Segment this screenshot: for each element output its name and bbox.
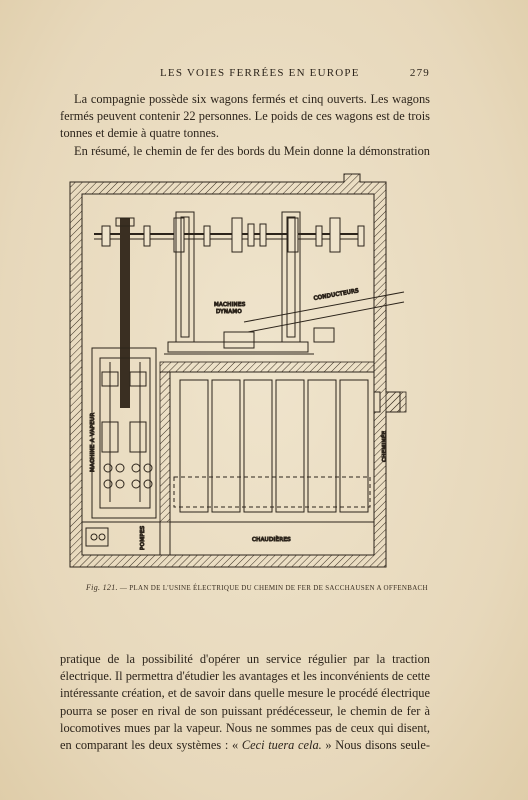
text-line: La compagnie possède six wagons fermés e…: [74, 92, 430, 106]
boilers: CHAUDIÈRES CHEMINÉE: [169, 371, 389, 556]
steam-engine: MACHINE A VAPEUR: [90, 347, 157, 519]
paragraph-top: La compagnie possède six wagons fermés e…: [60, 91, 430, 160]
text-line: pourra se poser en rival de son puissant…: [60, 703, 430, 718]
text-line: électrique. Il permettra d'étudier les a…: [60, 669, 431, 684]
paragraph-bottom: pratique de la possibilité d'opérer un s…: [60, 651, 430, 754]
quote-italic: Ceci tuera cela.: [238, 738, 322, 753]
page-number: 279: [409, 67, 430, 79]
text-line: pratique de la possibilité d'opérer un s…: [60, 652, 430, 666]
pumps: POMPES: [81, 521, 161, 556]
label-chaudieres: CHAUDIÈRES: [252, 535, 291, 543]
text-line: tonnes et demie à quatre tonnes.: [60, 126, 219, 141]
text-segment: » Nous disons seule-: [321, 738, 430, 753]
label-cheminee: CHEMINÉE: [380, 430, 388, 462]
caption-text: — PLAN DE L'USINE ÉLECTRIQUE DU CHEMIN D…: [117, 584, 428, 592]
label-dynamo: DYNAMO: [216, 309, 242, 315]
text-segment: en comparant les deux systèmes : «: [60, 738, 239, 753]
text-line: En résumé, le chemin de fer des bords du…: [74, 143, 430, 158]
text-line: locomotives mues par la vapeur. Nous ne …: [60, 720, 430, 735]
figure-caption: Fig. 121. — PLAN DE L'USINE ÉLECTRIQUE D…: [86, 583, 486, 592]
shaft-line: [94, 217, 365, 253]
plan-drawing: MACHINES DYNAMO CONDUCTEURS: [69, 173, 407, 568]
belt-drive: [115, 217, 135, 408]
text-line: fermés peuvent contenir 22 personnes. Le…: [60, 109, 430, 124]
label-machine-vapeur: MACHINE A VAPEUR: [90, 413, 96, 472]
label-machines: MACHINES: [214, 302, 246, 308]
label-conducteurs: CONDUCTEURS: [313, 288, 359, 302]
text-line: intéressante création, et de savoir dans…: [60, 686, 430, 701]
text-line-last: en comparant les deux systèmes : « Ceci …: [60, 737, 430, 754]
dynamo-machines: MACHINES DYNAMO CONDUCTEURS: [164, 211, 405, 355]
figure-plan: MACHINES DYNAMO CONDUCTEURS: [64, 172, 484, 582]
figure-number: Fig. 121.: [86, 583, 118, 592]
label-pompes: POMPES: [140, 525, 146, 550]
running-title: LES VOIES FERRÉES EN EUROPE: [160, 67, 360, 79]
